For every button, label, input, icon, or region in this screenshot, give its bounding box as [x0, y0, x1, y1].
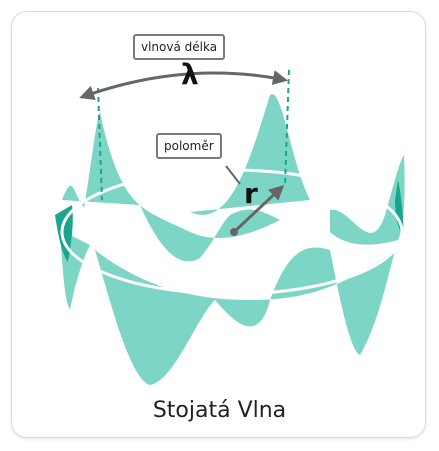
- wave-lobe-upper-right: [330, 155, 405, 245]
- diagram-title: Stojatá Vlna: [152, 398, 287, 423]
- wave-lobe-upper-mid: [190, 94, 310, 215]
- wavelength-label: vlnová délka: [133, 34, 226, 60]
- wave-lobe-lower-mid: [140, 205, 280, 262]
- radius-symbol: r: [244, 177, 258, 210]
- wavelength-arrow-icon: [79, 70, 288, 101]
- dashed-marker-right: [284, 69, 290, 186]
- dashed-marker-left: [97, 87, 103, 201]
- radius-connector: [225, 165, 241, 185]
- radius-label: poloměr: [156, 133, 222, 159]
- card-frame: [11, 11, 426, 438]
- lambda-symbol: λ: [181, 58, 199, 91]
- ring-ellipse: [60, 168, 404, 296]
- radius-arrow-icon: [232, 184, 285, 234]
- wave-lobe-lower-center: [95, 247, 395, 385]
- wave-edge-right: [395, 180, 404, 235]
- ring-center-dot: [230, 228, 238, 236]
